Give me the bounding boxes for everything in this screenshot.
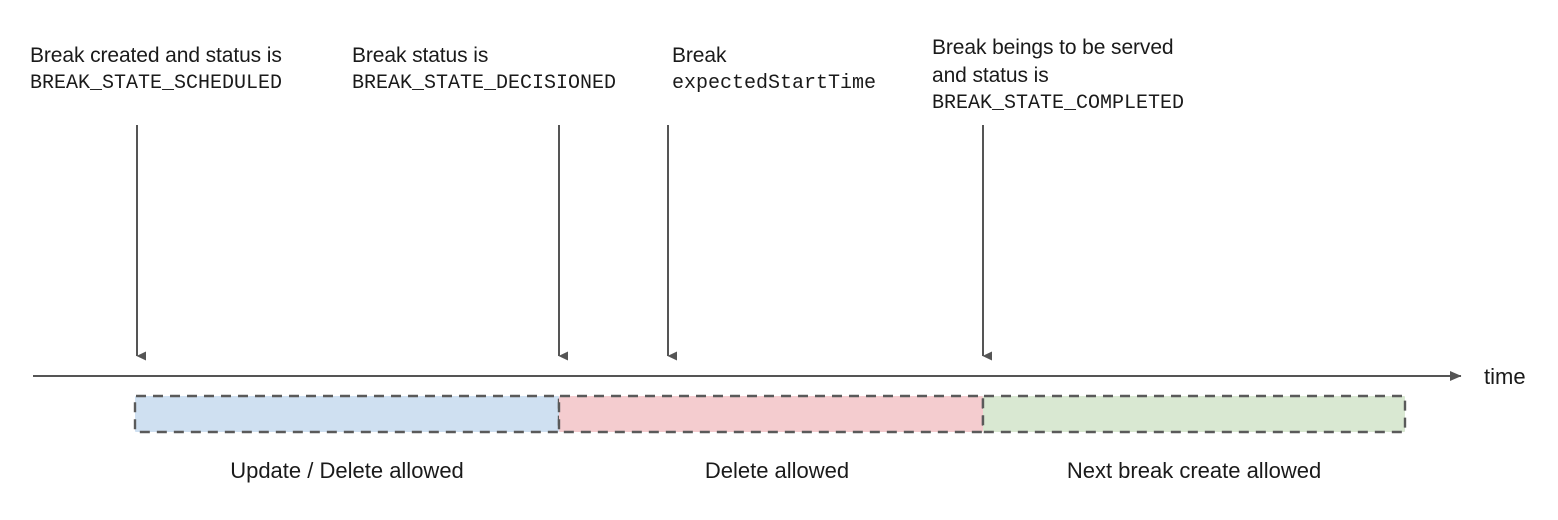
phase-caption-delete-allowed: Delete allowed — [704, 458, 850, 483]
annotation-line-plain: Break created and status is — [30, 44, 282, 67]
annotation-line-plain: Break status is — [352, 44, 489, 67]
phase-caption-next-break-create-allowed: Next break create allowed — [1066, 458, 1322, 483]
annotation-line-mono: expectedStartTime — [672, 72, 877, 95]
annotation-break-decisioned: Break status is BREAK_STATE_DECISIONED — [352, 42, 616, 98]
annotation-line-mono: BREAK_STATE_DECISIONED — [352, 72, 617, 95]
annotation-break-served-completed: Break beings to be served and status is … — [932, 34, 1184, 118]
annotation-line-plain: Break beings to be served — [932, 36, 1174, 59]
phase-bar-update-delete-allowed — [133, 394, 561, 434]
annotation-line-plain: Break — [672, 44, 727, 67]
time-axis-label: time — [1484, 364, 1526, 389]
phase-bar-delete-allowed — [557, 394, 985, 434]
annotation-break-created-scheduled: Break created and status is BREAK_STATE_… — [30, 42, 282, 98]
annotation-break-expected-start-time: Break expectedStartTime — [672, 42, 876, 98]
annotation-line-mono: BREAK_STATE_SCHEDULED — [30, 72, 283, 95]
phase-bar-next-break-create-allowed — [981, 394, 1407, 434]
annotation-line-plain-2: and status is — [932, 64, 1049, 87]
phase-caption-update-delete-allowed: Update / Delete allowed — [230, 458, 464, 483]
annotation-line-mono: BREAK_STATE_COMPLETED — [932, 92, 1185, 115]
